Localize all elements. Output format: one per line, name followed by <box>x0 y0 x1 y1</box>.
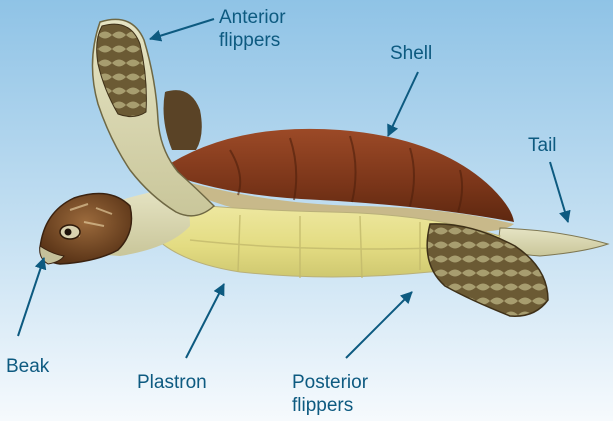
label-plastron: Plastron <box>137 371 207 394</box>
label-anterior-flippers: Anterior flippers <box>219 6 286 52</box>
label-anterior-line2: flippers <box>219 29 286 52</box>
label-posterior-line2: flippers <box>292 394 368 417</box>
label-posterior-line1: Posterior <box>292 371 368 394</box>
label-posterior-flippers: Posterior flippers <box>292 371 368 417</box>
label-beak: Beak <box>6 355 49 378</box>
label-tail: Tail <box>528 134 557 157</box>
label-shell: Shell <box>390 42 432 65</box>
pupil <box>65 229 72 236</box>
label-anterior-line1: Anterior <box>219 6 286 29</box>
